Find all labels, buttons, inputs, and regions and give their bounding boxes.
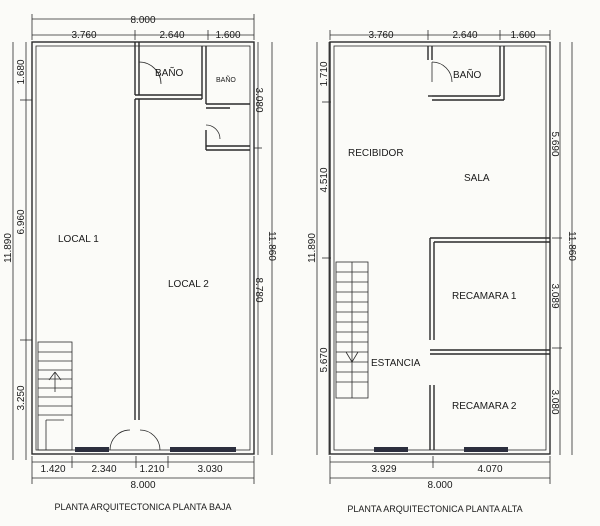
caption-planta-baja: PLANTA ARQUITECTONICA PLANTA BAJA [54,502,231,512]
dim-left-3: 3.250 [16,385,27,410]
dim-right-total: 11.860 [266,231,277,261]
interior-walls-baja [134,42,250,420]
room-label-recamara-2: RECAMARA 2 [452,401,517,412]
dim-left-3-alta: 5.670 [319,347,330,372]
doors-alta [431,61,453,83]
dim-top-1-alta: 3.760 [368,30,393,41]
room-label-estancia: ESTANCIA [371,358,421,369]
caption-planta-alta: PLANTA ARQUITECTONICA PLANTA ALTA [347,504,522,514]
dim-right-2-alta: 3.089 [549,283,560,308]
window-baja-1 [75,447,109,452]
room-label-sala: SALA [464,173,490,184]
dim-left-2: 6.960 [16,209,27,234]
room-label-local-1: LOCAL 1 [58,234,99,245]
outer-walls-inner-alta [333,45,547,451]
dim-right-1-alta: 5.690 [549,131,560,156]
window-alta-2 [464,447,508,452]
dim-left-total-alta: 11.890 [307,233,318,263]
window-baja-2 [170,447,236,452]
outer-walls-baja [31,41,255,455]
outer-walls-inner-baja [35,45,251,451]
room-label-recibidor: RECIBIDOR [348,148,404,159]
dim-top-3-alta: 1.600 [510,30,535,41]
dim-left-1: 1.680 [16,59,27,84]
plan-planta-baja: BAÑO BAÑO LOCAL 1 LOCAL 2 8.000 3.760 2.… [3,14,277,512]
window-alta-1 [374,447,408,452]
dimension-labels-alta: 3.760 2.640 1.600 1.710 4.510 5.670 11.8… [307,30,577,491]
dim-right-1: 3.080 [253,87,264,112]
stairs-alta [335,261,369,399]
dim-top-2-alta: 2.640 [452,30,477,41]
dim-bottom-total: 8.000 [130,480,155,491]
dim-bottom-1-alta: 3.929 [371,464,396,475]
dim-right-2: 8.780 [253,277,264,302]
dim-top-2: 2.640 [159,30,184,41]
dimension-labels-baja: 8.000 3.760 2.640 1.600 1.680 6.960 3.25… [3,15,277,491]
room-label-bano-1: BAÑO [155,66,184,79]
dim-bottom-3: 1.210 [139,464,164,475]
dim-right-3-alta: 3.080 [549,389,560,414]
dim-bottom-2: 2.340 [91,464,116,475]
dim-left-total: 11.890 [3,233,14,263]
room-label-recamara-1: RECAMARA 1 [452,291,517,302]
doors-baja [109,61,221,451]
plan-planta-alta: BAÑO RECIBIDOR SALA RECAMARA 1 ESTANCIA … [307,30,577,514]
stairs-baja [37,341,73,451]
dim-left-1-alta: 1.710 [319,61,330,86]
dim-top-total: 8.000 [130,15,155,26]
room-label-local-2: LOCAL 2 [168,279,209,290]
dim-top-3: 1.600 [215,30,240,41]
outer-walls-alta [329,41,551,455]
room-label-bano-alta: BAÑO [453,68,482,81]
room-label-bano-2: BAÑO [216,75,236,84]
dim-bottom-2-alta: 4.070 [477,464,502,475]
interior-walls-alta [427,46,550,450]
dimension-lines-alta [316,30,573,484]
dim-bottom-4: 3.030 [197,464,222,475]
dim-left-2-alta: 4.510 [319,167,330,192]
dim-bottom-1: 1.420 [40,464,65,475]
dim-right-total-alta: 11.860 [566,231,577,261]
dim-top-1: 3.760 [71,30,96,41]
dim-bottom-total-alta: 8.000 [427,480,452,491]
dimension-lines-baja [12,14,273,484]
